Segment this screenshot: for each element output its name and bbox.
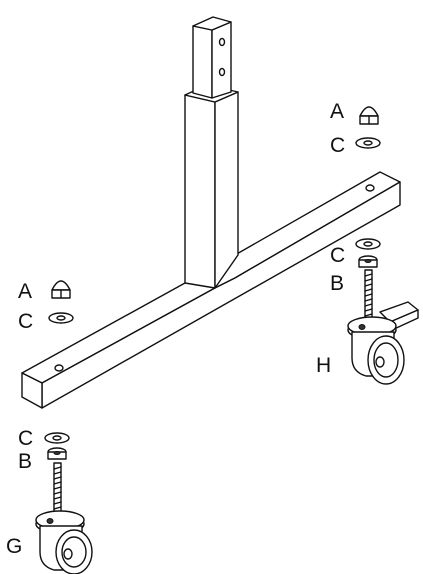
- cap-nut-a-right: [359, 106, 379, 125]
- cap-nut-a-left: [51, 280, 71, 299]
- label-b-right-caster: B: [330, 272, 344, 295]
- washer-c-left-caster: [44, 432, 70, 444]
- nut-b-right: [358, 255, 378, 268]
- upright-inner-tube-side: [211, 21, 232, 99]
- washer-c-right-top: [355, 137, 381, 149]
- caster-h: [347, 269, 419, 385]
- label-c-left: C: [18, 310, 33, 333]
- upright-hole-top: [218, 37, 226, 47]
- nut-b-left: [47, 447, 67, 460]
- base-hole-right: [365, 184, 375, 192]
- caster-g: [35, 462, 93, 574]
- label-c-left-caster: C: [18, 427, 33, 450]
- label-g-caster: G: [6, 535, 22, 558]
- t-base-frame: [21, 16, 401, 409]
- label-b-left-caster: B: [18, 450, 32, 473]
- washer-c-left: [48, 312, 74, 324]
- label-a-left: A: [18, 280, 32, 303]
- label-a-right: A: [330, 100, 344, 123]
- upright-hole-bottom: [218, 67, 226, 77]
- upright-inner-tube-front: [192, 25, 213, 99]
- upright-inner-tube-top: [192, 16, 232, 31]
- base-hole-left: [54, 364, 64, 372]
- washer-c-right-caster: [355, 238, 381, 250]
- base-tube-end-face: [21, 372, 43, 409]
- label-c-right-top: C: [330, 134, 345, 157]
- upright-outer-tube-front: [184, 94, 216, 289]
- label-h-caster: H: [316, 354, 331, 377]
- label-c-right-caster: C: [330, 244, 345, 267]
- upright-outer-tube-side: [214, 91, 239, 289]
